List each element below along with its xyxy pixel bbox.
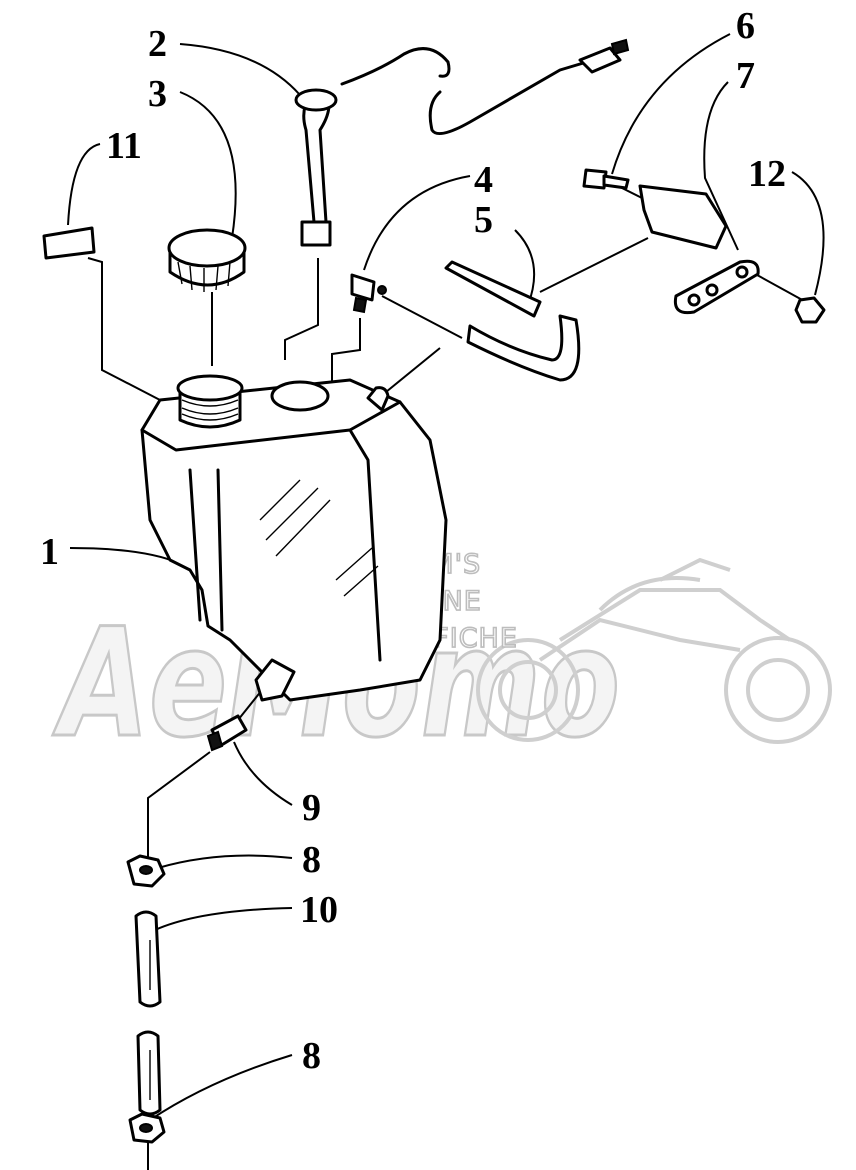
leader-5: [514, 229, 536, 306]
callout-9: 9: [302, 787, 321, 829]
guide-4-tank: [331, 318, 361, 382]
callout-1: 1: [40, 531, 59, 573]
part-1-oil-tank: [140, 374, 448, 702]
part-2-level-sensor: [294, 38, 630, 247]
part-4-elbow-fitting: [350, 273, 387, 314]
leader-4: [363, 175, 471, 271]
leader-8b: [149, 1054, 293, 1121]
callout-7: 7: [736, 55, 755, 97]
part-5-hose: [444, 260, 581, 382]
part-12-nut: [794, 296, 826, 324]
leader-3: [179, 91, 237, 239]
part-9-fitting: [206, 714, 248, 752]
leader-7: [703, 81, 739, 251]
leader-12: [791, 171, 825, 296]
part-11-decal: [42, 226, 96, 260]
guide-outlet-9: [237, 689, 263, 721]
part-3-filler-cap: [167, 228, 247, 292]
part-8-clamp-lower: [128, 1112, 166, 1144]
callout-6: 6: [736, 5, 755, 47]
part-8-clamp-upper: [126, 854, 166, 888]
callout-10: 10: [300, 889, 338, 931]
leader-lines: [67, 33, 825, 1170]
callout-2: 2: [148, 23, 167, 65]
watermark-motorcycle-icon: [476, 557, 832, 744]
leader-6: [611, 33, 731, 175]
guide-5-bracket: [539, 237, 649, 293]
callout-11: 11: [106, 125, 142, 167]
guide-4-5: [381, 295, 463, 339]
leader-8a: [157, 854, 293, 869]
leader-10: [154, 907, 293, 931]
callout-12: 12: [748, 153, 786, 195]
callout-3: 3: [148, 73, 167, 115]
part-6-bolt: [582, 168, 630, 190]
part-10-hose: [134, 910, 162, 1116]
leader-2: [179, 43, 301, 96]
callouts: 1 2 3 4 5 6 7 8 8 9 10 11 12: [40, 5, 786, 1077]
callout-8-lower: 8: [302, 1035, 321, 1077]
leader-9: [233, 741, 293, 806]
part-7-bracket: [638, 184, 760, 315]
guide-9-8: [147, 751, 211, 860]
callout-4: 4: [474, 159, 493, 201]
guide-11-tank: [87, 257, 161, 401]
guide-2-tank: [284, 258, 319, 360]
callout-5: 5: [474, 199, 493, 241]
guide-hose-tank: [385, 347, 441, 393]
leader-11: [67, 143, 101, 226]
callout-8-upper: 8: [302, 839, 321, 881]
